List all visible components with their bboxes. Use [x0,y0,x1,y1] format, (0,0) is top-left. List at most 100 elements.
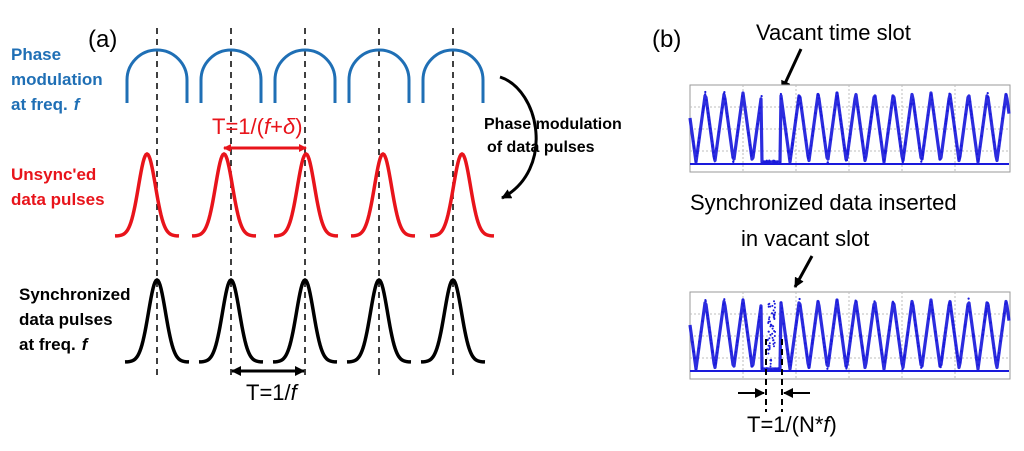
scope-waveform-bottom [688,297,1011,372]
trace-dot [947,313,950,316]
trace-dot [909,102,913,105]
trace-dot [760,367,764,370]
trace-dot [713,157,716,160]
trace-dot [855,310,859,313]
trace-dot [743,309,746,312]
trace-dot [801,318,804,321]
trace-dot [830,343,833,346]
trace-dot [736,339,739,342]
trace-dot [912,304,915,307]
inserted-dot [772,343,775,345]
inserted-slot-arrow [793,255,814,288]
trace-dot [742,304,745,307]
trace-dot [833,108,836,111]
trace-dot [709,331,712,334]
trace-dot [759,106,762,109]
inserted-dot [772,309,775,312]
trace-dot [753,353,756,356]
trace-dot [918,354,922,357]
trace-dot [949,97,952,100]
trace-dot [717,339,720,342]
dashed-guides [156,28,454,378]
trace-dot [870,115,873,119]
trace-dot [906,331,910,334]
trace-dot [919,361,922,364]
inserted-dot [770,324,773,326]
trace-dot [997,359,1000,362]
trace-dot [992,140,996,143]
trace-dot [895,327,899,330]
unsync-period-label: T=1/(f+δ) [212,114,303,139]
trace-dot [903,355,906,358]
trace-dot [1001,117,1004,120]
trace-dot [811,134,814,137]
trace-dot [849,340,852,343]
trace-dot [785,348,789,351]
trace-dot [975,358,978,361]
inserted-dot [770,358,772,361]
trace-dot [924,136,927,139]
trace-dot [958,156,961,160]
trace-dot [784,339,787,342]
unsynced-pulse [114,151,180,238]
scope-trace-top [688,84,1011,173]
trace-dot [750,152,753,155]
sync-label: Synchronized data pulses at freq.f [19,285,130,354]
trace-dot [816,93,819,97]
trace-dot [993,147,996,150]
trace-dot [704,299,707,302]
trace-dot [838,317,841,320]
trace-dot [823,346,826,349]
trace-dot [792,132,795,135]
trace-dot [752,151,755,154]
trace-dot [888,119,892,122]
trace-dot [780,307,784,310]
trace-dot [765,160,768,164]
phase-arc [347,48,411,103]
trace-dot [723,91,726,94]
trace-dot [858,122,861,125]
trace-dot [715,359,718,362]
phase-arc [421,48,485,103]
trace-dot [828,149,831,153]
trace-dot [977,159,980,162]
inserted-dot [773,345,775,348]
trace-dot [898,137,901,141]
trace-dot [726,115,729,118]
sync-freq-symbol: f [82,335,90,354]
trace-dot [714,361,717,364]
trace-dot [721,106,724,109]
trace-dot [869,122,872,125]
trace-dot [947,99,951,102]
trace-dot [929,303,932,306]
trace-dot [795,113,798,116]
trace-dot [931,308,934,311]
trace-dot [859,334,862,337]
trace-dot [837,104,840,107]
sync-period-label: T=1/f [246,380,300,405]
trace-dot [943,338,946,341]
trace-dot [865,146,869,149]
trace-dot [772,159,775,162]
trace-dot [891,300,895,303]
trace-dot [964,325,967,328]
trace-dot [851,324,854,327]
inserted-dot [772,325,775,328]
trace-dot [974,349,977,353]
trace-dot [849,336,852,340]
trace-dot [805,139,808,142]
trace-dot [844,159,848,162]
trace-dot [952,327,955,330]
trace-dot [981,125,984,129]
trace-dot [884,361,887,364]
trace-dot [938,365,942,368]
trace-dot [899,145,902,148]
trace-dot [713,363,716,366]
trace-dot [846,357,849,360]
trace-dot [944,120,948,123]
inserted-dot [769,333,772,336]
inserted-dot [769,320,771,323]
trace-dot [692,140,695,143]
trace-dot [798,297,801,301]
trace-dot [902,157,905,160]
